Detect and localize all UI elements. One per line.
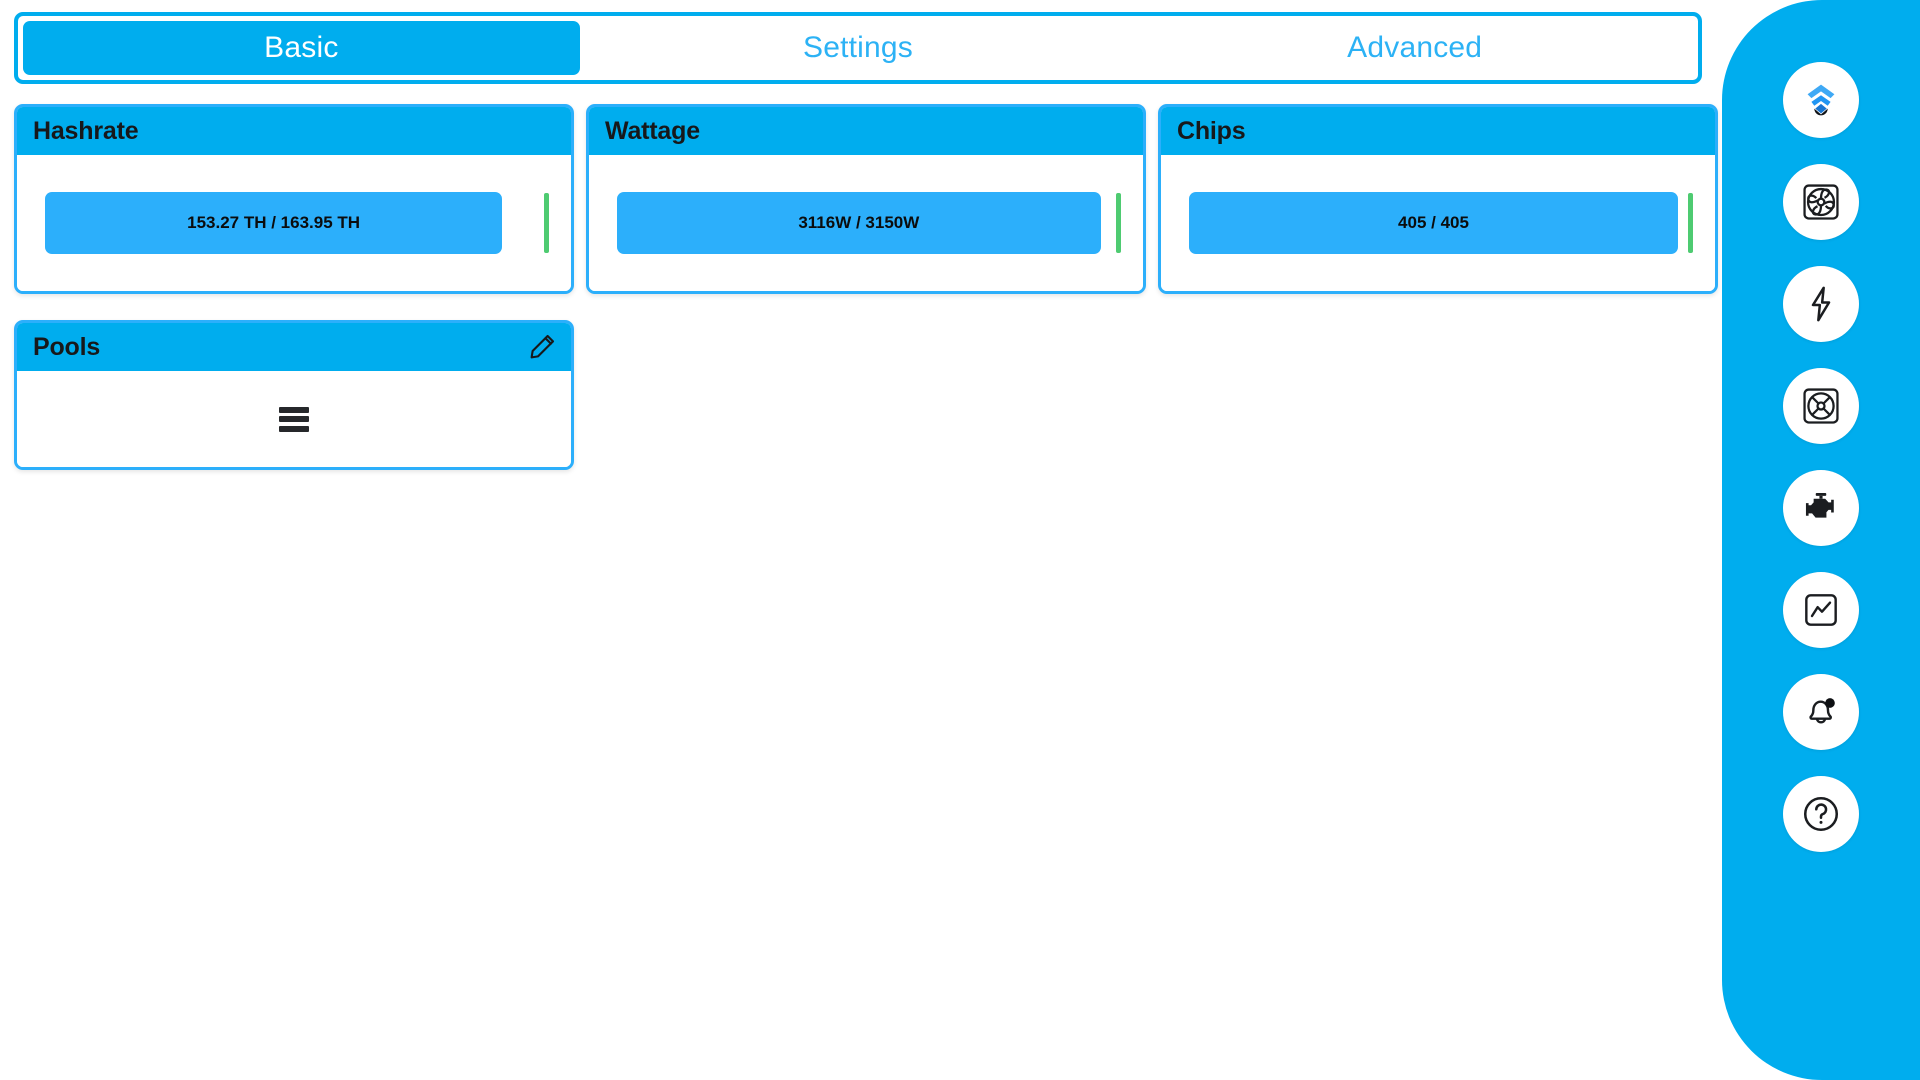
- card-wattage-title: Wattage: [605, 116, 700, 145]
- sidebar-item-logo[interactable]: [1783, 62, 1859, 138]
- lightning-bolt-icon: [1801, 284, 1841, 324]
- tab-advanced[interactable]: Advanced: [1136, 21, 1693, 75]
- card-pools-body: [17, 371, 571, 467]
- wattage-value-label: 3116W / 3150W: [798, 213, 920, 232]
- card-pools-header: Pools: [17, 323, 571, 371]
- sidebar-item-help[interactable]: [1783, 776, 1859, 852]
- cooling-chip-icon: [1800, 385, 1842, 427]
- sidebar-item-metrics[interactable]: [1783, 572, 1859, 648]
- card-pools-title: Pools: [33, 332, 101, 361]
- card-wattage-body: 3116W / 3150W: [589, 155, 1143, 291]
- wattage-target-marker: [1116, 193, 1121, 253]
- tab-settings-label: Settings: [803, 31, 913, 64]
- card-wattage-header: Wattage: [589, 107, 1143, 155]
- sidebar-item-tuner[interactable]: [1783, 470, 1859, 546]
- tab-bar: Basic Settings Advanced: [14, 12, 1702, 84]
- hashrate-progress-fill: 153.27 TH / 163.95 TH: [45, 192, 503, 254]
- sidebar-item-cooling[interactable]: [1783, 368, 1859, 444]
- tab-basic[interactable]: Basic: [23, 21, 580, 75]
- card-wattage: Wattage 3116W / 3150W: [586, 104, 1146, 294]
- sidebar: [1722, 0, 1920, 1080]
- card-hashrate-header: Hashrate: [17, 107, 571, 155]
- hashrate-target-marker: [544, 193, 549, 253]
- card-chips-title: Chips: [1177, 116, 1246, 145]
- card-hashrate-body: 153.27 TH / 163.95 TH: [17, 155, 571, 291]
- hashrate-progress-track: 153.27 TH / 163.95 TH: [45, 192, 534, 254]
- braiins-logo-icon: [1798, 77, 1844, 123]
- chips-progress-fill: 405 / 405: [1189, 192, 1678, 254]
- wattage-metric-row: 3116W / 3150W: [617, 192, 1121, 254]
- chips-value-label: 405 / 405: [1398, 213, 1469, 232]
- card-chips-body: 405 / 405: [1161, 155, 1715, 291]
- chart-line-icon: [1801, 590, 1841, 630]
- chips-progress-track: 405 / 405: [1189, 192, 1678, 254]
- hashrate-metric-row: 153.27 TH / 163.95 TH: [45, 192, 549, 254]
- card-chips: Chips 405 / 405: [1158, 104, 1718, 294]
- sidebar-item-notifications[interactable]: [1783, 674, 1859, 750]
- tab-settings[interactable]: Settings: [580, 21, 1137, 75]
- bell-icon: [1801, 692, 1841, 732]
- chips-metric-row: 405 / 405: [1189, 192, 1693, 254]
- card-pools: Pools: [14, 320, 574, 470]
- sidebar-item-power[interactable]: [1783, 266, 1859, 342]
- tab-advanced-label: Advanced: [1347, 31, 1483, 64]
- fan-icon: [1800, 181, 1842, 223]
- card-hashrate-title: Hashrate: [33, 116, 139, 145]
- wattage-progress-fill: 3116W / 3150W: [617, 192, 1101, 254]
- question-circle-icon: [1800, 793, 1842, 835]
- card-hashrate: Hashrate 153.27 TH / 163.95 TH: [14, 104, 574, 294]
- pencil-icon[interactable]: [527, 332, 557, 362]
- wattage-progress-track: 3116W / 3150W: [617, 192, 1106, 254]
- sidebar-item-fans[interactable]: [1783, 164, 1859, 240]
- engine-icon: [1800, 487, 1842, 529]
- chips-target-marker: [1688, 193, 1693, 253]
- tab-basic-label: Basic: [264, 31, 339, 64]
- card-chips-header: Chips: [1161, 107, 1715, 155]
- hashrate-value-label: 153.27 TH / 163.95 TH: [187, 213, 361, 232]
- hamburger-menu-icon[interactable]: [279, 406, 309, 432]
